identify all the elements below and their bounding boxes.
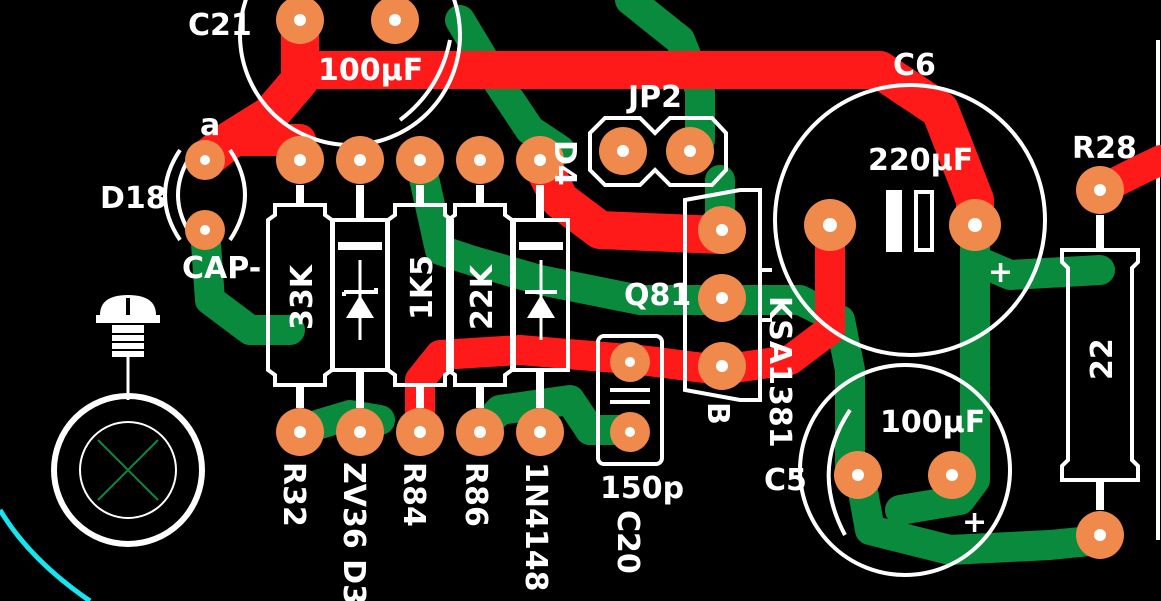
c5-label: C5 <box>764 463 807 498</box>
c20-label: C20 <box>610 510 645 574</box>
c5-plus: + <box>962 505 987 540</box>
r28-label: R28 <box>1072 131 1137 166</box>
resistor-r28: R28 22 <box>1060 131 1140 559</box>
jp2-label: JP2 <box>626 80 682 115</box>
capacitor-c6: C6 220µF + <box>773 48 1047 357</box>
resistor-r84: 1K5 <box>386 203 454 387</box>
led-d18: a D18 CAP- <box>100 108 261 286</box>
bottom-labels: R32 ZV36 D3 R84 R86 1N4148 <box>276 462 553 601</box>
zener-diode-d3 <box>331 218 389 372</box>
c6-plus: + <box>988 255 1013 290</box>
r86-label: R86 <box>458 462 493 527</box>
board-edge <box>0 508 92 601</box>
r28-value: 22 <box>1085 338 1120 380</box>
c6-label: C6 <box>893 48 936 83</box>
diode-d4: D4 <box>512 140 582 372</box>
transistor-q81: Q81 KSA1381 B <box>624 188 797 448</box>
r84-label: R84 <box>396 462 431 527</box>
r32-label: R32 <box>276 462 311 527</box>
resistor-r32: 33K <box>266 203 334 387</box>
c21-label: C21 <box>188 8 252 43</box>
d4-label: D4 <box>547 140 582 186</box>
jumper-jp2: JP2 <box>588 80 728 187</box>
b-label: B <box>700 402 735 425</box>
fiducial-cross-icon <box>51 393 205 547</box>
capacitor-c20: 150p C20 <box>596 334 684 574</box>
component-leads <box>296 185 544 408</box>
c20-value: 150p <box>600 471 684 506</box>
zv36d3-label: ZV36 D3 <box>336 462 371 601</box>
bottom-pad-row <box>276 408 564 456</box>
1n4148-label: 1N4148 <box>518 462 553 591</box>
capacitor-c5: 100µF C5 + <box>764 363 1012 577</box>
d18-a-label: a <box>200 108 220 143</box>
q81-label: Q81 <box>624 278 691 313</box>
c21-value: 100µF <box>318 53 423 88</box>
capacitor-c21: C21 100µF <box>188 0 462 147</box>
bottom-copper-traces <box>190 0 1115 565</box>
ksa1381-label: KSA1381 <box>762 296 797 448</box>
cap-minus-label: CAP- <box>182 251 261 286</box>
c5-value: 100µF <box>880 405 985 440</box>
screw-icon <box>96 295 160 400</box>
r84-value: 1K5 <box>405 255 440 320</box>
top-pad-row <box>276 136 564 184</box>
r32-value: 33K <box>285 263 320 330</box>
d18-label: D18 <box>100 181 167 216</box>
r86-value: 22K <box>465 263 500 330</box>
resistor-r86: 22K <box>446 203 514 387</box>
c6-value: 220µF <box>868 143 973 178</box>
